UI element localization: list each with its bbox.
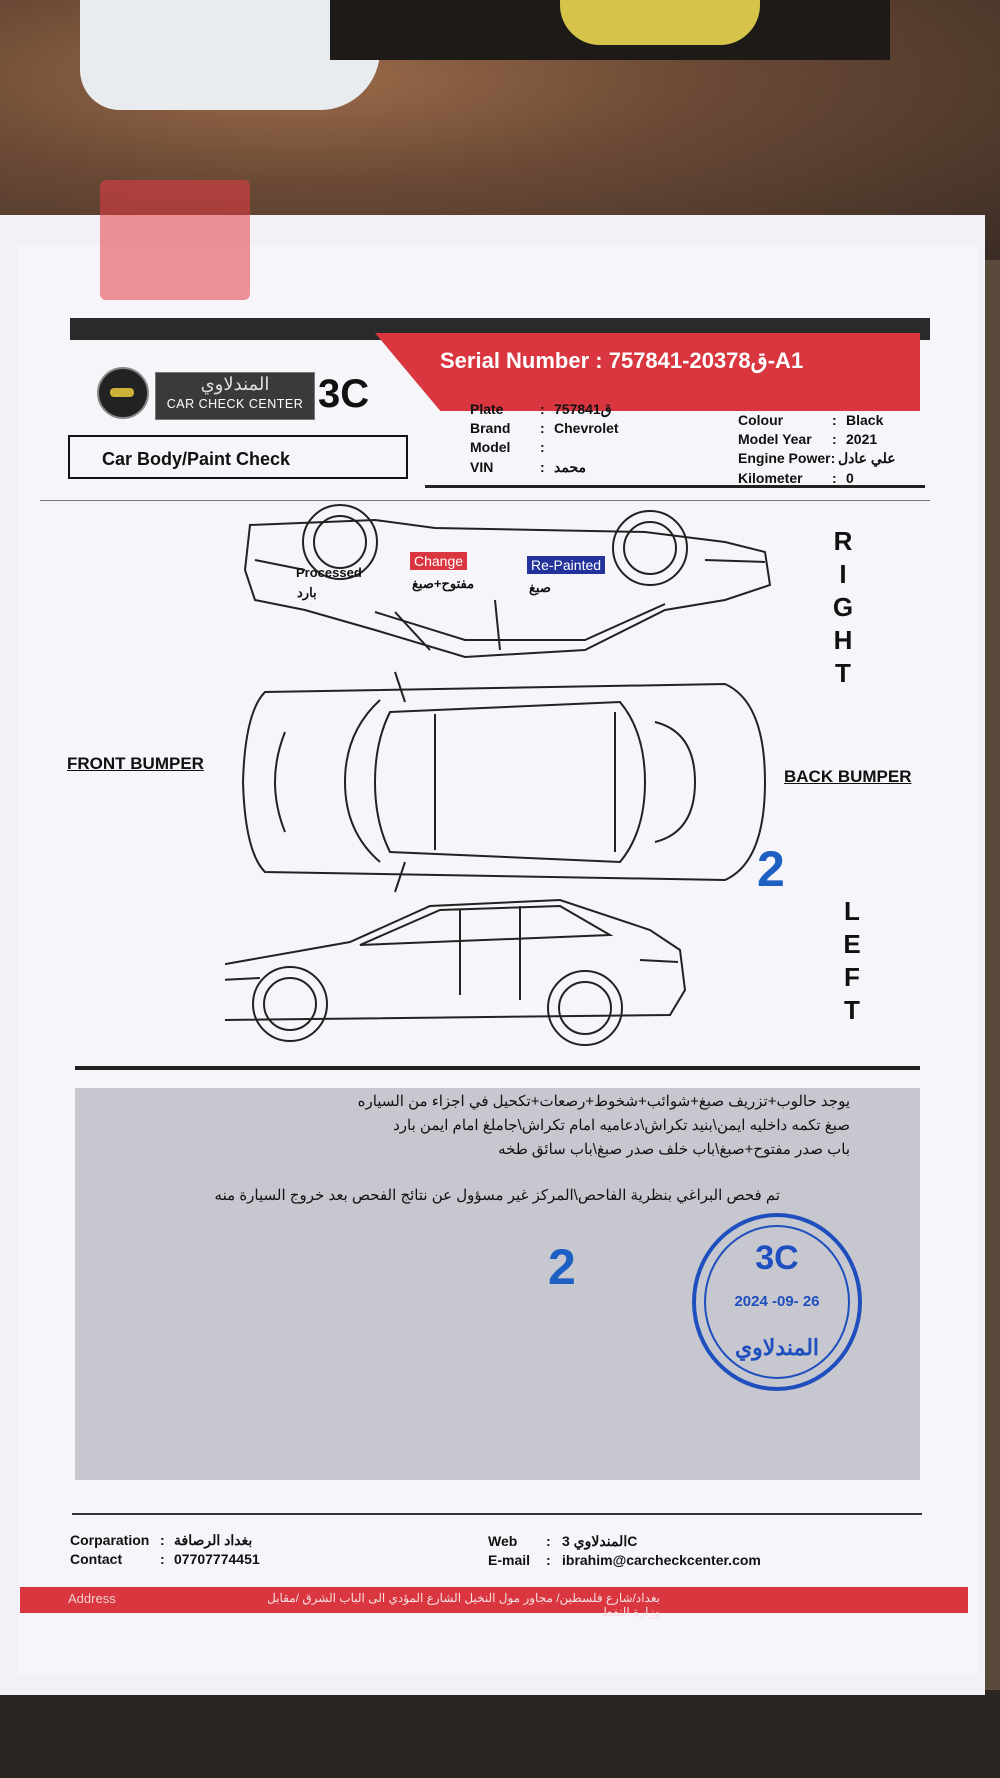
stamp-mark: 3C (755, 1239, 799, 1277)
plate-label: Plate (470, 401, 504, 417)
footer-contact: Contact:07707774451 (70, 1551, 260, 1567)
stamp-date: 2024 -09- 26 (734, 1293, 820, 1310)
address-bar (20, 1587, 968, 1613)
logo-english: CAR CHECK CENTER (166, 397, 304, 411)
colour-label: Colour (738, 412, 784, 428)
legend-change-ar: مفتوح+صبغ (412, 576, 475, 591)
legend-repainted: Re-Painted (527, 556, 606, 574)
note-disclaimer: تم فحص البراغي بنظرية الفاحص\المركز غير … (214, 1187, 780, 1204)
car-right-view (243, 504, 772, 659)
section-title: Car Body/Paint Check (68, 435, 408, 479)
legend-processed: Processed (296, 565, 362, 580)
legend-change: Change (410, 552, 468, 570)
year-label: Model Year (738, 431, 812, 447)
footer-web: Web:المندلاوي 3C (488, 1533, 638, 1549)
front-bumper-label: FRONT BUMPER (67, 754, 204, 773)
serial-banner (375, 333, 920, 411)
stamp-name: المندلاوي (734, 1335, 820, 1360)
brand-label: Brand (470, 420, 511, 436)
colour-value: Black (846, 412, 884, 428)
model-label: Model (470, 439, 511, 455)
note-line-1: يوجد حالوب+تزريف صبغ+شوائب+شخوط+رصعات+تك… (357, 1093, 850, 1110)
watermark-logo (100, 180, 250, 300)
km-row: Kilometer:0 (738, 470, 854, 486)
plate-row: Plate:ق757841 (470, 401, 612, 417)
logo-box (155, 372, 315, 420)
header-rule-thin (40, 500, 930, 501)
back-bumper-label: BACK BUMPER (784, 767, 912, 786)
stamp-seal: 3C 2024 -09- 26 المندلاوي (692, 1213, 862, 1391)
logo-emblem-icon (97, 367, 149, 419)
engine-label: Engine Power: (738, 450, 836, 466)
vin-row: VIN:محمد (470, 459, 586, 475)
note-line-2: صبغ تكمه داخليه ايمن\بنيد تكراش\دعاميه ا… (393, 1117, 850, 1134)
footer-email: E-mail:ibrahim@carcheckcenter.com (488, 1552, 761, 1568)
diagram-rule (75, 1066, 920, 1070)
brand-value: Chevrolet (554, 420, 619, 436)
model-row: Model: (470, 439, 545, 455)
brand-row: Brand:Chevrolet (470, 420, 619, 436)
plate-value: ق757841 (554, 401, 612, 417)
car-left-view (225, 898, 687, 1046)
car-diagram (225, 504, 772, 1046)
car-top-view (241, 671, 767, 893)
serial-number: Serial Number : ق20378-757841-A1 (440, 348, 804, 373)
header-rule (425, 485, 925, 488)
legend-repainted-ar: صبغ (529, 580, 551, 595)
km-label: Kilometer (738, 470, 803, 486)
background-table (0, 1690, 1000, 1778)
vin-label: VIN (470, 459, 494, 475)
km-value: 0 (846, 470, 854, 486)
address-label: Address (68, 1591, 116, 1606)
footer-rule (72, 1513, 922, 1515)
legend-processed-ar: بارد (297, 585, 317, 600)
footer-corp: Corparation:بغداد الرصافة (70, 1532, 253, 1548)
note-line-3: باب صدر مفتوح+صبغ\باب خلف صدر صبغ\باب سا… (498, 1141, 850, 1158)
diagram-mark: 2 (757, 841, 785, 897)
engine-row: Engine Power:علي عادل (738, 450, 896, 467)
notes-mark: 2 (548, 1239, 576, 1295)
year-value: 2021 (846, 431, 878, 447)
address-text: بغداد/شارع فلسطين/ مجاور مول النخيل الشا… (267, 1591, 660, 1619)
colour-row: Colour:Black (738, 412, 884, 428)
logo-3c: 3C (318, 372, 370, 416)
logo-arabic: المندلاوي (200, 374, 270, 394)
engine-value: علي عادل (838, 450, 896, 466)
year-row: Model Year:2021 (738, 431, 878, 447)
vin-value: محمد (554, 459, 586, 475)
